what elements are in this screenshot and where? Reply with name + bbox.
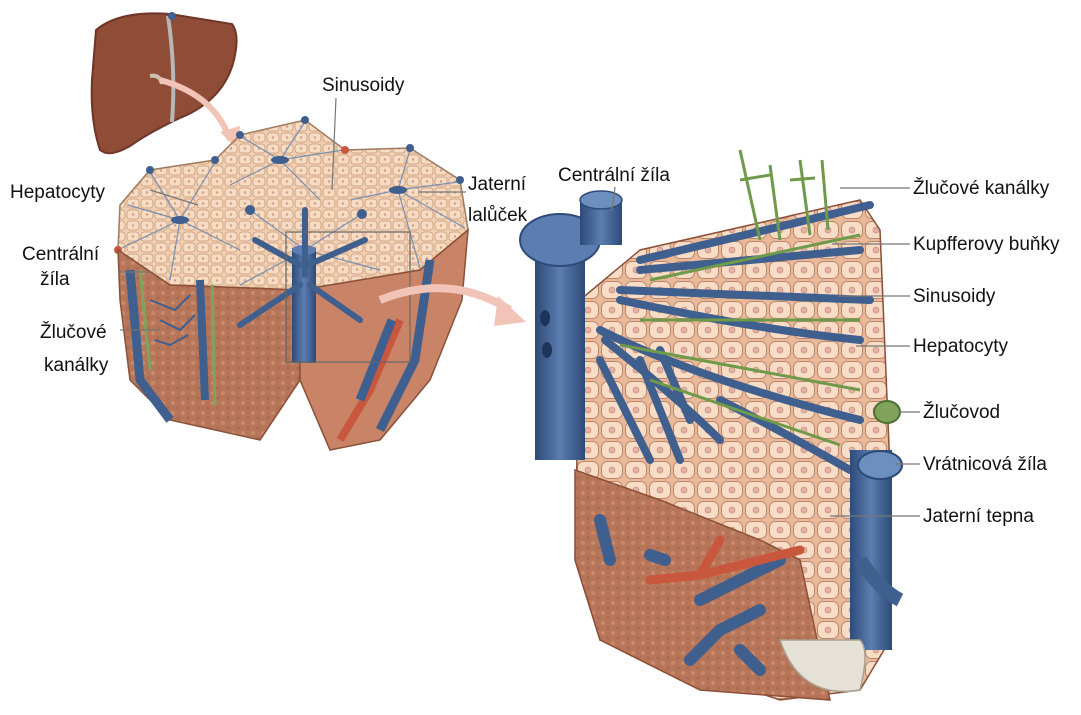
label-hepatocyty-right: Hepatocyty (913, 335, 1008, 358)
label-sinusoidy-top: Sinusoidy (322, 74, 404, 97)
label-kupfferovy-bunky: Kupfferovy buňky (913, 233, 1059, 256)
label-zlucovod: Žlučovod (923, 401, 1000, 424)
label-centralni-zila-left-line2: žíla (40, 268, 70, 291)
label-vratnicova-zila: Vrátnicová žíla (923, 453, 1047, 476)
label-jaterni-lalucek-line1: Jaterní (468, 173, 526, 196)
label-jaterni-tepna: Jaterní tepna (923, 505, 1034, 528)
enlarged-section (520, 150, 902, 700)
label-jaterni-lalucek-line2: lalůček (468, 204, 527, 227)
label-hepatocyty-left: Hepatocyty (10, 181, 105, 204)
label-zlucove-kanalky-left-line1: Žlučové (40, 321, 107, 344)
label-zlucove-kanalky-right: Žlučové kanálky (913, 177, 1049, 200)
label-centralni-zila-left-line1: Centrální (22, 243, 99, 266)
label-zlucove-kanalky-left-line2: kanálky (44, 354, 108, 377)
label-centralni-zila-right: Centrální žíla (558, 164, 670, 187)
label-sinusoidy-right: Sinusoidy (913, 285, 995, 308)
lobule-block (114, 116, 468, 450)
